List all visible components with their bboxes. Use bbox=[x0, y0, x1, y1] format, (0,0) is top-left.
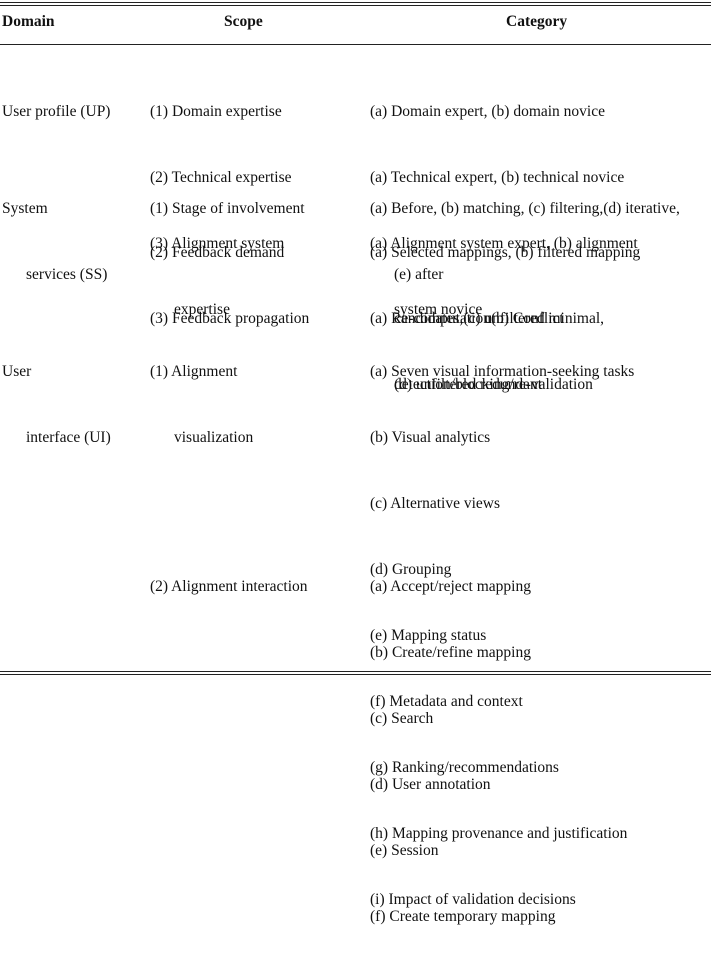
category-line: (a) Alignment system expert, (b) alignme… bbox=[370, 235, 638, 252]
taxonomy-table: Domain Scope Category User profile (UP) … bbox=[0, 2, 711, 925]
category-line: (d) unfiltered redundant bbox=[394, 376, 543, 393]
category-cell-interaction: (a) Accept/reject mapping (b) Create/ref… bbox=[370, 532, 556, 972]
scope-cell-propagation: (3) Feedback propagation bbox=[150, 264, 309, 374]
scope-line: (3) Alignment system bbox=[150, 235, 285, 252]
category-line: (e) Session bbox=[370, 842, 439, 859]
header-scope: Scope bbox=[224, 13, 263, 30]
scope-line: (3) Feedback propagation bbox=[150, 310, 310, 327]
scope-cell-stage: (1) Stage of involvement bbox=[150, 154, 305, 264]
scope-line: (2) Alignment interaction bbox=[150, 578, 308, 595]
category-line: (e) Mapping status bbox=[370, 627, 487, 644]
category-line: (e) after bbox=[394, 266, 444, 283]
scope-line: (1) Domain expertise bbox=[150, 103, 282, 120]
category-line: (f) Create temporary mapping bbox=[370, 908, 556, 925]
scope-line: (2) Technical expertise bbox=[150, 169, 292, 186]
domain-cell-ss: System services (SS) bbox=[2, 154, 107, 330]
scope-line: visualization bbox=[174, 429, 254, 446]
top-rule-1 bbox=[0, 2, 711, 3]
scope-cell-demand: (2) Feedback demand bbox=[150, 198, 284, 308]
category-line: (a) Seven visual information-seeking tas… bbox=[370, 363, 635, 380]
scope-line: (2) Feedback demand bbox=[150, 244, 285, 261]
category-line: (a) Before, (b) matching, (c) filtering,… bbox=[370, 200, 680, 217]
scope-cell-visualization: (1) Alignment visualization bbox=[150, 317, 253, 493]
domain-line: interface (UI) bbox=[26, 429, 111, 446]
category-cell-propagation: (a) Re-computation(b) Conflict detection… bbox=[370, 264, 593, 440]
category-line: (a) Technical expert, (b) technical novi… bbox=[370, 169, 625, 186]
scope-cell-up: (1) Domain expertise (2) Technical exper… bbox=[150, 57, 292, 365]
category-line: (a) Domain expert, (b) domain novice bbox=[370, 103, 605, 120]
domain-line: User bbox=[2, 363, 32, 380]
category-line: (d) Grouping bbox=[370, 561, 452, 578]
category-line: (b) Create/refine mapping bbox=[370, 644, 531, 661]
category-line: (a) Re-computation(b) Conflict bbox=[370, 310, 564, 327]
category-line: (b) Visual analytics bbox=[370, 429, 491, 446]
header-category: Category bbox=[506, 13, 568, 30]
category-line: (c) Alternative views bbox=[370, 495, 500, 512]
category-line: (c) Search bbox=[370, 710, 434, 727]
scope-line: (1) Stage of involvement bbox=[150, 200, 305, 217]
category-cell-stage: (a) Before, (b) matching, (c) filtering,… bbox=[370, 154, 680, 330]
category-line: candidates,(c) unfiltered minimal, bbox=[394, 310, 605, 327]
domain-line: services (SS) bbox=[26, 266, 108, 283]
top-rule-2 bbox=[0, 5, 711, 6]
scope-line: expertise bbox=[174, 301, 230, 318]
domain-line: System bbox=[2, 200, 48, 217]
domain-cell-up: User profile (UP) bbox=[2, 57, 110, 167]
scope-line: (1) Alignment bbox=[150, 363, 238, 380]
header-domain: Domain bbox=[2, 13, 55, 30]
category-line: (a) Selected mappings, (b) filtered mapp… bbox=[370, 244, 641, 261]
scope-cell-interaction: (2) Alignment interaction bbox=[150, 532, 308, 642]
category-cell-demand: (a) Selected mappings, (b) filtered mapp… bbox=[370, 198, 640, 440]
bottom-rule-2 bbox=[0, 674, 711, 675]
bottom-rule-1 bbox=[0, 671, 711, 672]
domain-line: User profile (UP) bbox=[2, 103, 111, 120]
domain-cell-ui: User interface (UI) bbox=[2, 317, 111, 493]
category-cell-up: (a) Domain expert, (b) domain novice (a)… bbox=[370, 57, 638, 365]
category-line: (d) User annotation bbox=[370, 776, 491, 793]
category-line: detection/blocking/re-validation bbox=[394, 376, 593, 393]
category-line: (a) Accept/reject mapping bbox=[370, 578, 531, 595]
category-line: system novice bbox=[394, 301, 483, 318]
header-rule bbox=[0, 44, 711, 45]
